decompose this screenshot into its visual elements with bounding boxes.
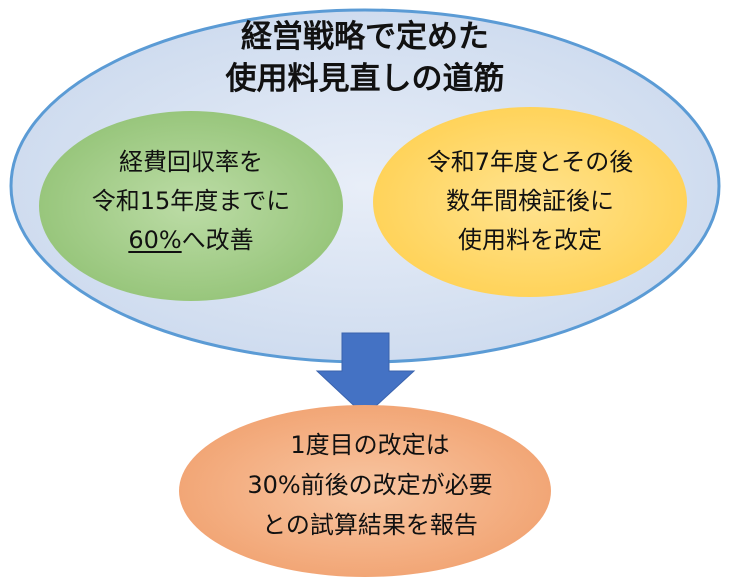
bottom-ellipse [179,405,551,577]
green-box-text: 経費回収率を 令和15年度までに 60%へ改善 [45,143,337,260]
orange-box-text: 令和7年度とその後 数年間検証後に 使用料を改定 [370,143,690,260]
bottom-line-1: 1度目の改定は [290,431,450,459]
bottom-line-2: 30%前後の改定が必要 [247,471,493,499]
green-line-2: 令和15年度までに [91,187,291,215]
orange-ellipse [373,107,687,297]
green-line-3: 60%へ改善 [45,221,337,260]
orange-line-1: 令和7年度とその後 [426,148,634,176]
title-line-1: 経営戦略で定めた [241,19,489,55]
green-line-1: 経費回収率を [119,148,263,176]
bottom-box-text: 1度目の改定は 30%前後の改定が必要 との試算結果を報告 [180,425,560,545]
down-arrow [315,332,416,417]
bottom-line-3: との試算結果を報告 [262,511,478,539]
title-line-2: 使用料見直しの道筋 [225,61,505,97]
target-percent: 60% [128,226,182,254]
diagram-title: 経営戦略で定めた 使用料見直しの道筋 [40,16,690,100]
green-ellipse [39,111,343,301]
green-line-3-rest: へ改善 [181,226,254,254]
orange-line-3: 使用料を改定 [458,226,602,254]
orange-line-2: 数年間検証後に [446,187,614,215]
